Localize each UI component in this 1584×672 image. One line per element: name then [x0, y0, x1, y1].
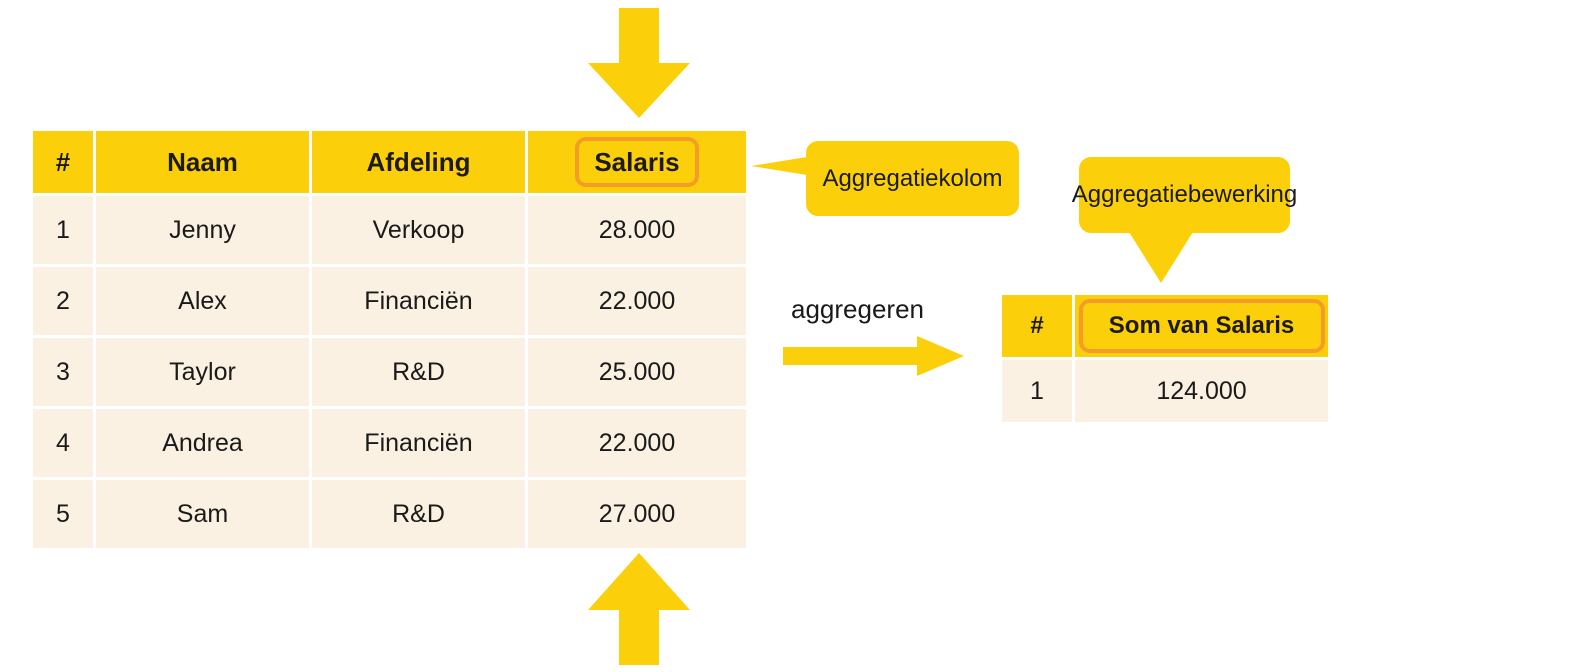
- cell-num: 4: [33, 406, 96, 477]
- callout-tail-left: [751, 157, 807, 175]
- column-header-naam: Naam: [96, 131, 312, 193]
- result-cell-sum: 124.000: [1075, 357, 1328, 422]
- callout-aggregation-column: Aggregatiekolom: [751, 141, 1019, 216]
- arrow-down-icon: [588, 8, 690, 118]
- source-table: # Naam Afdeling Salaris 1 Jenny Verkoop: [33, 131, 746, 548]
- result-column-header-num-label: #: [1030, 312, 1044, 339]
- cell-num: 3: [33, 335, 96, 406]
- column-header-salaris: Salaris: [528, 131, 746, 193]
- result-column-header-num: #: [1002, 295, 1075, 357]
- process-label: aggregeren: [791, 294, 924, 324]
- cell-naam: Taylor: [96, 335, 312, 406]
- cell-salaris: 22.000: [528, 264, 746, 335]
- arrow-right-icon: [783, 336, 964, 376]
- arrow-up-icon: [588, 553, 690, 665]
- cell-afdeling: R&D: [312, 477, 528, 548]
- cell-naam: Alex: [96, 264, 312, 335]
- cell-afdeling: Financiën: [312, 264, 528, 335]
- table-row: 1 124.000: [1002, 357, 1328, 422]
- cell-afdeling: Financiën: [312, 406, 528, 477]
- result-column-header-sum: Som van Salaris: [1075, 295, 1328, 357]
- table-row: 5 Sam R&D 27.000: [33, 477, 746, 548]
- cell-salaris: 25.000: [528, 335, 746, 406]
- column-header-num: #: [33, 131, 96, 193]
- cell-afdeling: Verkoop: [312, 193, 528, 264]
- callout-tail-down: [1129, 232, 1193, 283]
- callout-aggregation-operation: Aggregatiebewerking: [1072, 157, 1297, 283]
- cell-num: 1: [33, 193, 96, 264]
- callout-aggregation-column-label: Aggregatiekolom: [822, 164, 1003, 192]
- table-row: 3 Taylor R&D 25.000: [33, 335, 746, 406]
- result-table: # Som van Salaris 1 124.000: [1002, 295, 1328, 422]
- cell-naam: Jenny: [96, 193, 312, 264]
- result-cell-num: 1: [1002, 357, 1075, 422]
- result-header-row: # Som van Salaris: [1002, 295, 1328, 357]
- result-column-header-sum-label: Som van Salaris: [1108, 312, 1295, 339]
- cell-salaris: 28.000: [528, 193, 746, 264]
- column-header-afdeling-label: Afdeling: [366, 146, 471, 177]
- cell-afdeling: R&D: [312, 335, 528, 406]
- callout-aggregation-operation-label: Aggregatiebewerking: [1071, 181, 1298, 208]
- cell-salaris: 27.000: [528, 477, 746, 548]
- cell-salaris: 22.000: [528, 406, 746, 477]
- table-row: 2 Alex Financiën 22.000: [33, 264, 746, 335]
- column-header-afdeling: Afdeling: [312, 131, 528, 193]
- table-header-row: # Naam Afdeling Salaris: [33, 131, 746, 193]
- cell-num: 5: [33, 477, 96, 548]
- table-row: 4 Andrea Financiën 22.000: [33, 406, 746, 477]
- table-row: 1 Jenny Verkoop 28.000: [33, 193, 746, 264]
- column-header-naam-label: Naam: [167, 146, 238, 177]
- column-header-salaris-label: Salaris: [594, 146, 680, 177]
- cell-num: 2: [33, 264, 96, 335]
- cell-naam: Andrea: [96, 406, 312, 477]
- column-header-num-label: #: [55, 146, 71, 177]
- cell-naam: Sam: [96, 477, 312, 548]
